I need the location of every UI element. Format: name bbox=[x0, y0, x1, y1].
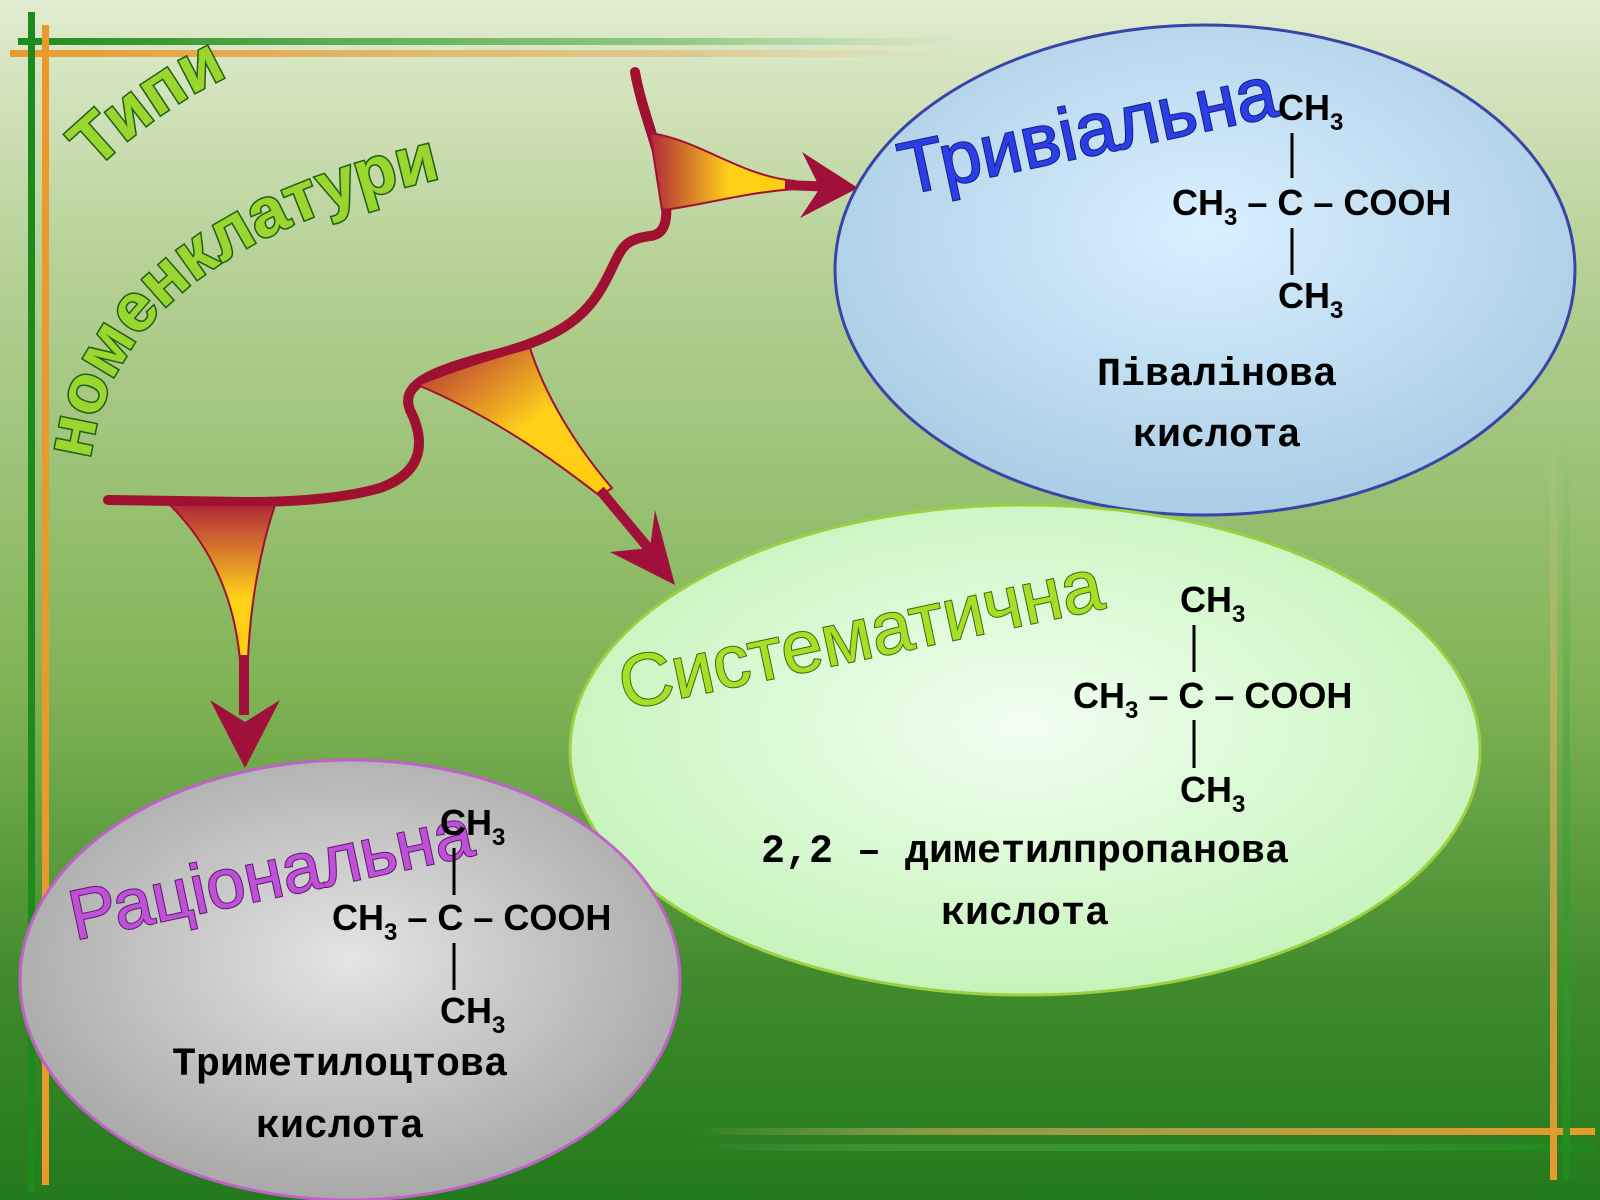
diagram-title: Типи номенклатури bbox=[28, 20, 446, 464]
trivial-caption-line1: Півалінова bbox=[1097, 353, 1337, 398]
systematic-caption-line1: 2,2 – диметилпропанова bbox=[761, 830, 1289, 875]
systematic-formula-top: CH3 bbox=[1180, 579, 1245, 628]
frame-right-orange bbox=[1550, 420, 1557, 1180]
arrow-trivial-head bbox=[800, 152, 858, 218]
title-line1: Типи bbox=[54, 22, 235, 181]
systematic-formula-bottom: CH3 bbox=[1180, 769, 1245, 818]
rational-formula: CH3 CH3 – C – COOH CH3 bbox=[332, 802, 611, 1039]
frame-left-orange bbox=[42, 25, 49, 1185]
rational-caption-line1: Триметилоцтова bbox=[172, 1043, 508, 1088]
systematic-ellipse bbox=[568, 503, 1482, 997]
frame-right-green bbox=[1563, 420, 1570, 1180]
rational-ellipse bbox=[18, 758, 682, 1200]
arrow-systematic-head bbox=[610, 510, 675, 585]
funnel-rational bbox=[167, 504, 277, 661]
frame-left-green bbox=[28, 12, 35, 1192]
arrow-systematic-shaft bbox=[596, 486, 654, 554]
trivial-ellipse bbox=[833, 23, 1577, 517]
trivial-formula-top: CH3 bbox=[1278, 87, 1343, 136]
funnel-systematic bbox=[415, 346, 614, 498]
trivial-formula: CH3 CH3 – C – COOH CH3 bbox=[1172, 87, 1451, 324]
rational-formula-bottom: CH3 bbox=[440, 990, 505, 1039]
rational-formula-top: CH3 bbox=[440, 802, 505, 851]
rational-formula-middle: CH3 – C – COOH bbox=[332, 897, 611, 946]
rational-caption-line2: кислота bbox=[256, 1105, 424, 1150]
title-line2: номенклатури bbox=[29, 119, 444, 463]
trivial-formula-bottom: CH3 bbox=[1278, 275, 1343, 324]
trivial-formula-middle: CH3 – C – COOH bbox=[1172, 182, 1451, 231]
funnel-trivial bbox=[648, 131, 796, 212]
frame-top-orange bbox=[10, 50, 970, 57]
decorative-frame bbox=[10, 12, 1595, 1192]
frame-bottom-orange bbox=[690, 1128, 1595, 1135]
systematic-formula-middle: CH3 – C – COOH bbox=[1073, 675, 1352, 724]
systematic-caption-line2: кислота bbox=[941, 892, 1109, 937]
arrow-rational-head bbox=[210, 700, 280, 768]
frame-top-green bbox=[18, 38, 968, 45]
systematic-formula: CH3 CH3 – C – COOH CH3 bbox=[1073, 579, 1352, 818]
trivial-caption-line2: кислота bbox=[1133, 414, 1301, 459]
frame-bottom-green bbox=[690, 1144, 1595, 1151]
